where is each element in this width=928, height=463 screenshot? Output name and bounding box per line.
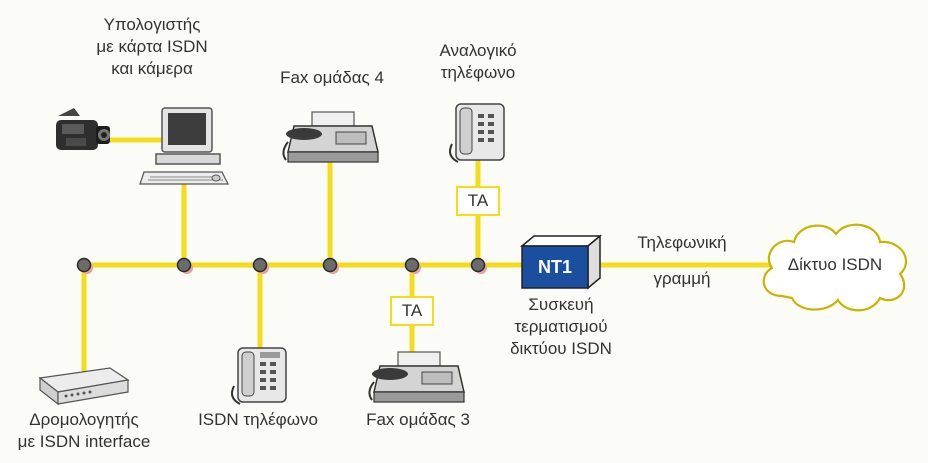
computer-label: Υπολογιστής με κάρτα ISDN και κάμερα [72,14,232,80]
analog-phone-label-line-2: τηλέφωνο [440,63,516,82]
nt1-description-line-2: τερματισμού [514,317,608,336]
connector-analog-phone [470,257,487,274]
isdn-phone-label: ISDN τηλέφωνο [198,410,318,429]
connector-fax3 [404,257,421,274]
ta-adapter-bottom: TA [390,296,434,326]
phone-line-label-line-1: Τηλεφωνική [637,233,727,252]
nt1-description: Συσκευή τερματισμού δικτύου ISDN [486,294,636,360]
bus-lines [81,137,771,378]
phone-line-label-line-2: γραμμή [653,269,711,288]
analog-phone-icon [449,103,505,163]
computer-label-line-1: Υπολογιστής [103,15,201,34]
connector-router [76,257,93,274]
isdn-phone-icon [231,347,287,405]
computer-label-line-3: και κάμερα [111,59,193,78]
fax-group4-label: Fax ομάδας 4 [280,68,384,87]
fax-group3-label: Fax ομάδας 3 [366,410,470,429]
fax-group4-icon [282,111,379,163]
video-camera-icon [56,108,110,150]
nt1-box-icon [519,234,603,290]
connection-points [76,257,487,274]
computer-label-line-2: με κάρτα ISDN [96,37,208,56]
connector-fax4 [322,257,339,274]
analog-phone-label-line-1: Αναλογικό [439,41,517,60]
desktop-computer-icon [139,107,229,185]
phone-line-label: Τηλεφωνική γραμμή [612,232,752,290]
cloud-icon [762,223,908,312]
analog-phone-label: Αναλογικό τηλέφωνο [418,40,538,84]
router-label-line-1: Δρομολογητής [29,410,139,429]
fax-group3-icon [368,351,465,403]
nt1-box-label: NT1 [537,257,572,277]
router-label: Δρομολογητής με ISDN interface [4,409,164,453]
router-label-line-2: με ISDN interface [17,432,151,451]
connector-computer [176,257,193,274]
connector-isdn-phone [252,257,269,274]
nt1-description-line-1: Συσκευή [528,295,594,314]
nt1-description-line-3: δικτύου ISDN [510,339,612,358]
isdn-network-label: Δίκτυο ISDN [787,255,883,274]
ta-adapter-top: TA [456,186,500,216]
router-icon [38,367,130,406]
